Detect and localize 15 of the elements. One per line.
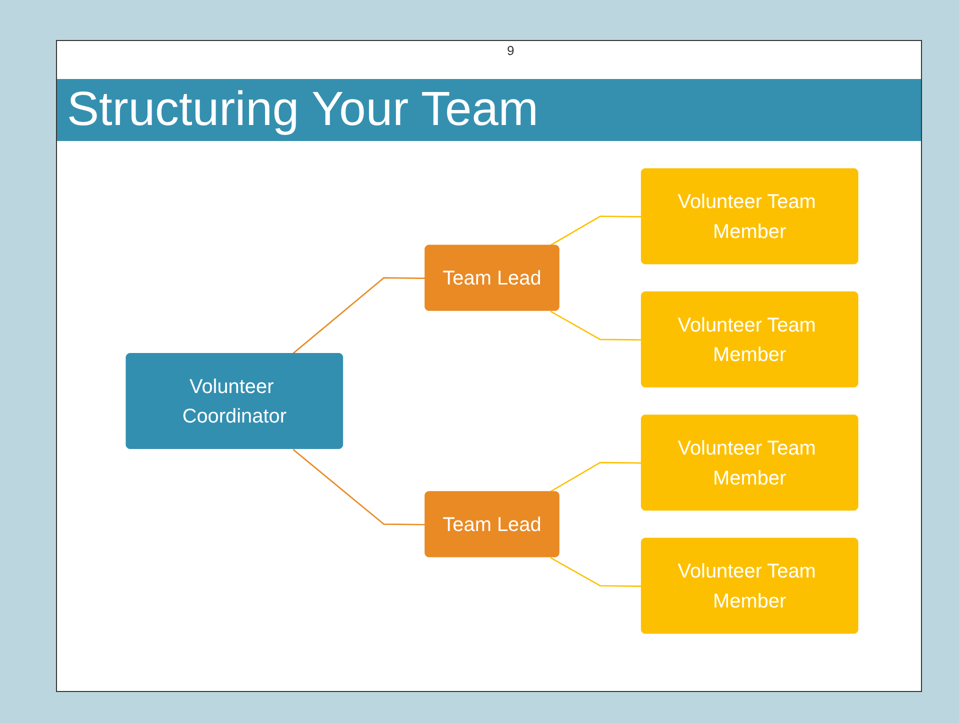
node-box: Team Lead — [424, 244, 560, 311]
node-box: Volunteer Team Member — [640, 414, 858, 511]
connector — [550, 462, 642, 492]
slide-title: Structuring Your Team — [57, 79, 921, 141]
node-box: Team Lead — [424, 491, 560, 558]
connector — [292, 448, 426, 526]
connector — [550, 310, 642, 341]
slide-number: 9 — [507, 43, 514, 58]
node-box: Volunteer Team Member — [640, 538, 858, 634]
connector — [550, 557, 642, 587]
node-box: Volunteer Team Member — [640, 291, 858, 388]
connector — [292, 277, 426, 354]
node-box: Volunteer Coordinator — [126, 353, 344, 449]
connector — [550, 216, 642, 246]
node-box: Volunteer Team Member — [640, 168, 858, 264]
